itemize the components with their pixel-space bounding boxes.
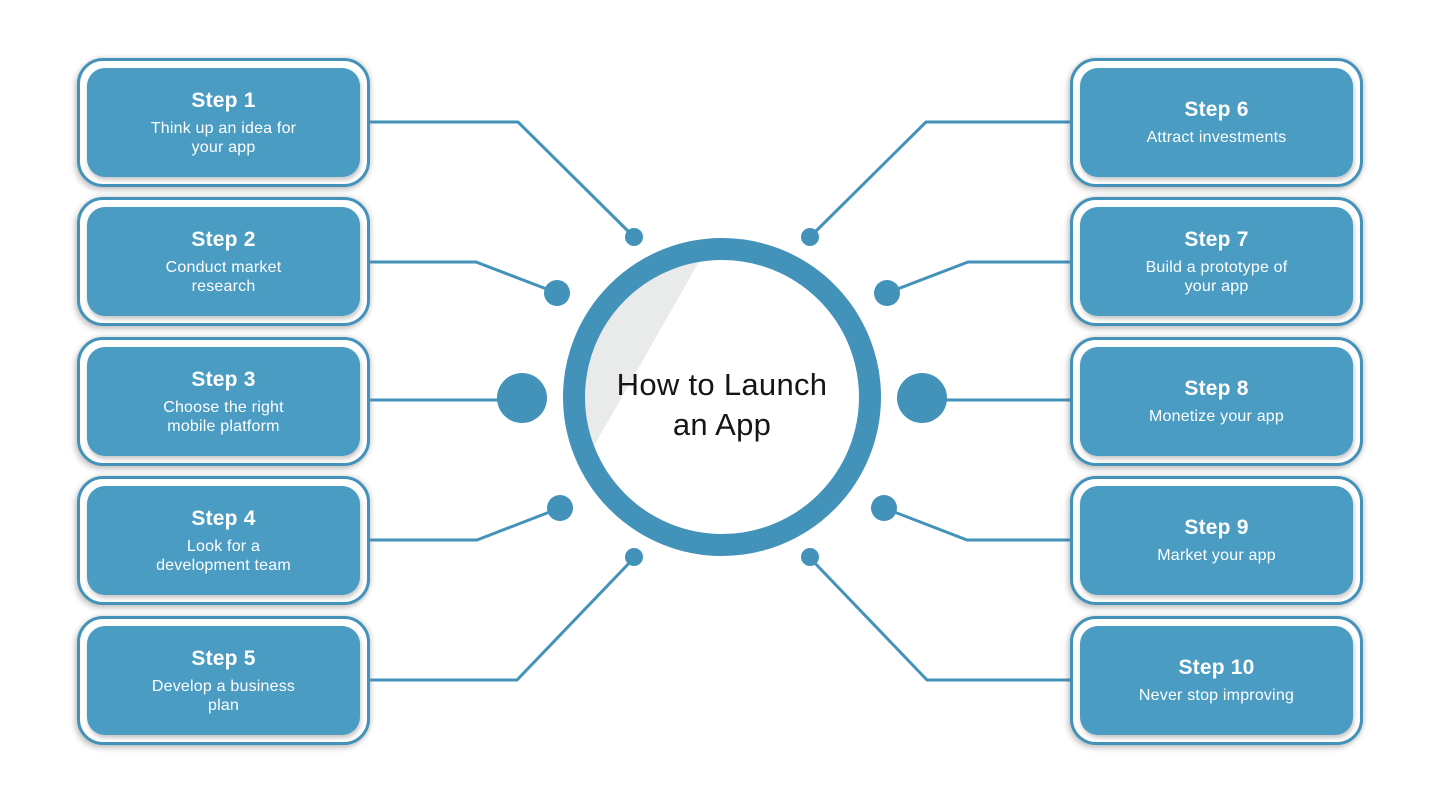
step-number-label: Step 9 bbox=[1184, 516, 1249, 539]
step-box-1-inner: Step 1 Think up an idea for your app bbox=[87, 68, 360, 177]
step-box-1: Step 1 Think up an idea for your app bbox=[77, 58, 370, 187]
connector-step-1 bbox=[368, 120, 636, 239]
connector-dot-step-2 bbox=[544, 280, 570, 306]
step-box-8-inner: Step 8 Monetize your app bbox=[1080, 347, 1353, 456]
step-box-7-inner: Step 7 Build a prototype of your app bbox=[1080, 207, 1353, 316]
connector-dot-step-3 bbox=[497, 373, 547, 423]
connector-step-5 bbox=[368, 556, 636, 682]
step-number-label: Step 6 bbox=[1184, 98, 1249, 121]
center-circle-highlight bbox=[584, 260, 700, 446]
step-description: Build a prototype of your app bbox=[1145, 258, 1288, 295]
step-box-6-inner: Step 6 Attract investments bbox=[1080, 68, 1353, 177]
connector-dot-step-5 bbox=[625, 548, 643, 566]
connector-dot-step-6 bbox=[801, 228, 819, 246]
step-box-4: Step 4 Look for a development team bbox=[77, 476, 370, 605]
connector-step-9 bbox=[883, 506, 1076, 542]
connector-dot-step-9 bbox=[871, 495, 897, 521]
step-description: Look for a development team bbox=[156, 537, 291, 574]
step-number-label: Step 10 bbox=[1178, 656, 1255, 679]
step-box-5-inner: Step 5 Develop a business plan bbox=[87, 626, 360, 735]
connector-step-4 bbox=[368, 506, 561, 542]
step-box-9-inner: Step 9 Market your app bbox=[1080, 486, 1353, 595]
step-box-7: Step 7 Build a prototype of your app bbox=[1070, 197, 1363, 326]
step-number-label: Step 4 bbox=[191, 506, 256, 530]
step-box-10-inner: Step 10 Never stop improving bbox=[1080, 626, 1353, 735]
connector-dot-step-4 bbox=[547, 495, 573, 521]
step-box-9: Step 9 Market your app bbox=[1070, 476, 1363, 605]
step-description: Choose the right mobile platform bbox=[163, 398, 284, 435]
connector-step-6 bbox=[808, 120, 1076, 239]
connector-dot-step-8 bbox=[897, 373, 947, 423]
step-box-6: Step 6 Attract investments bbox=[1070, 58, 1363, 187]
step-number-label: Step 8 bbox=[1184, 377, 1249, 400]
step-box-10: Step 10 Never stop improving bbox=[1070, 616, 1363, 745]
step-description: Attract investments bbox=[1146, 129, 1287, 146]
step-box-3: Step 3 Choose the right mobile platform bbox=[77, 337, 370, 466]
connector-step-10 bbox=[808, 556, 1076, 682]
connector-dot-step-7 bbox=[874, 280, 900, 306]
center-circle-ring bbox=[563, 238, 881, 556]
step-box-4-inner: Step 4 Look for a development team bbox=[87, 486, 360, 595]
step-number-label: Step 2 bbox=[191, 227, 256, 251]
step-description: Think up an idea for your app bbox=[150, 119, 297, 156]
step-description: Conduct market research bbox=[165, 258, 282, 295]
step-description: Market your app bbox=[1157, 547, 1276, 564]
step-box-8: Step 8 Monetize your app bbox=[1070, 337, 1363, 466]
connector-dot-step-10 bbox=[801, 548, 819, 566]
step-box-2-inner: Step 2 Conduct market research bbox=[87, 207, 360, 316]
step-number-label: Step 5 bbox=[191, 646, 256, 670]
connector-step-2 bbox=[368, 260, 558, 295]
step-description: Never stop improving bbox=[1138, 687, 1295, 704]
connector-step-7 bbox=[886, 260, 1076, 295]
step-description: Monetize your app bbox=[1148, 408, 1285, 425]
step-number-label: Step 3 bbox=[191, 367, 256, 391]
step-description: Develop a business plan bbox=[151, 677, 296, 714]
step-box-5: Step 5 Develop a business plan bbox=[77, 616, 370, 745]
center-title: How to Launch an App bbox=[616, 367, 828, 442]
connector-dot-step-1 bbox=[625, 228, 643, 246]
step-box-2: Step 2 Conduct market research bbox=[77, 197, 370, 326]
step-number-label: Step 1 bbox=[191, 88, 256, 112]
step-box-3-inner: Step 3 Choose the right mobile platform bbox=[87, 347, 360, 456]
step-number-label: Step 7 bbox=[1184, 227, 1249, 251]
